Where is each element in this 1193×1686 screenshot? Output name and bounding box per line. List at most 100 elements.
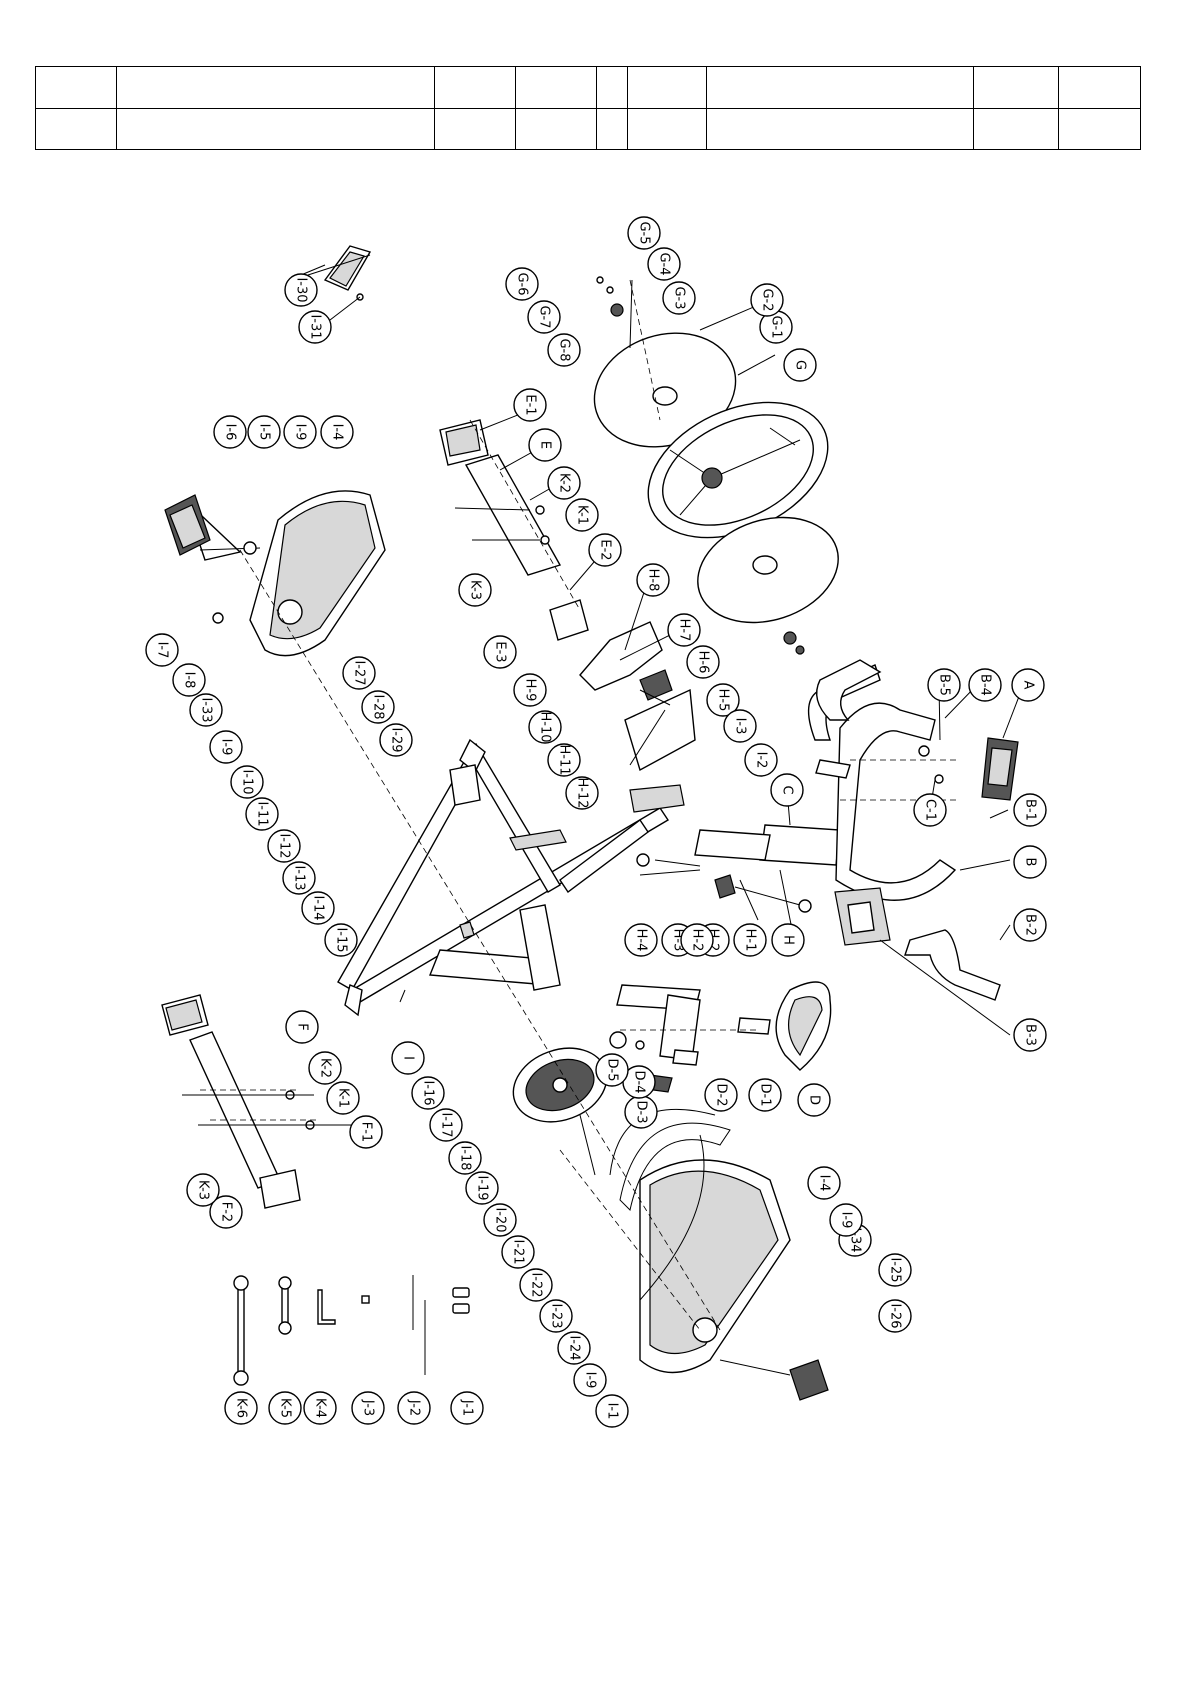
callout-label: I-18 xyxy=(458,1145,473,1170)
callout-i-30: I-30 xyxy=(284,273,318,307)
callout-label: I-15 xyxy=(334,927,349,952)
callout-b-5: B-5 xyxy=(927,668,961,702)
callout-circle xyxy=(483,1203,517,1237)
callout-j-2: J-2 xyxy=(397,1391,431,1425)
callout-circle xyxy=(557,1331,591,1365)
callout-b-2: B-2 xyxy=(1013,908,1047,942)
table-cell xyxy=(35,66,117,109)
callout-circle xyxy=(505,267,539,301)
callout-k-2: K-2 xyxy=(547,466,581,500)
callout-k-4: K-4 xyxy=(303,1391,337,1425)
callout-circle xyxy=(680,923,714,957)
callout-label: G-8 xyxy=(557,338,572,361)
callout-circle xyxy=(770,773,804,807)
callout-circle xyxy=(627,216,661,250)
callout-circle xyxy=(519,1268,553,1302)
callout-circle xyxy=(1013,845,1047,879)
callout-circle xyxy=(209,730,243,764)
callout-circle xyxy=(342,656,376,690)
callout-b-1: B-1 xyxy=(1013,793,1047,827)
callout-label: B-3 xyxy=(1023,1024,1038,1046)
callout-circle xyxy=(748,1078,782,1112)
callout-j-1: J-1 xyxy=(450,1391,484,1425)
callout-circle xyxy=(528,428,562,462)
callout-circle xyxy=(686,645,720,679)
callout-i-3: I-3 xyxy=(723,709,757,743)
callout-circle xyxy=(230,765,264,799)
callout-circle xyxy=(667,613,701,647)
callout-circle xyxy=(308,1051,342,1085)
callout-circle xyxy=(450,1391,484,1425)
callout-label: H-5 xyxy=(716,689,731,712)
callout-circle xyxy=(209,1195,243,1229)
callout-label: I-27 xyxy=(352,660,367,685)
callout-label: H-6 xyxy=(696,651,711,674)
callout-label: I-6 xyxy=(223,424,238,441)
callout-circle xyxy=(723,709,757,743)
callout-circle xyxy=(547,466,581,500)
table-cell xyxy=(706,66,974,109)
callout-label: I-31 xyxy=(308,314,323,339)
callout-label: H-9 xyxy=(523,679,538,702)
callout-g-8: G-8 xyxy=(547,333,581,367)
table-cell xyxy=(627,66,707,109)
callout-label: I-14 xyxy=(311,895,326,920)
callout-label: I-21 xyxy=(511,1239,526,1264)
callout-label: I-11 xyxy=(255,801,270,826)
callout-label: D-3 xyxy=(634,1101,649,1124)
callout-label: C xyxy=(780,785,795,794)
callout-c-1: C-1 xyxy=(913,793,947,827)
callout-label: J-1 xyxy=(460,1399,475,1416)
callout-label: G-6 xyxy=(515,272,530,295)
callout-label: I-7 xyxy=(155,642,170,659)
table-row xyxy=(35,107,1141,150)
table-cell xyxy=(973,66,1059,109)
callout-i-12: I-12 xyxy=(267,829,301,863)
callout-label: I-33 xyxy=(199,697,214,722)
callout-circle xyxy=(704,1078,738,1112)
callout-h-11: H-11 xyxy=(547,743,581,777)
callout-circle xyxy=(624,923,658,957)
callout-label: D-4 xyxy=(632,1071,647,1094)
callout-label: F-2 xyxy=(219,1202,234,1222)
callout-k-1: K-1 xyxy=(565,498,599,532)
callout-i-28: I-28 xyxy=(361,690,395,724)
callout-circle xyxy=(927,668,961,702)
callout-i-1: I-1 xyxy=(595,1394,629,1428)
callout-label: K-1 xyxy=(336,1088,351,1108)
callout-b-4: B-4 xyxy=(968,668,1002,702)
callout-h-6: H-6 xyxy=(686,645,720,679)
callout-circle xyxy=(636,563,670,597)
callout-i: I xyxy=(391,1041,425,1075)
front-post xyxy=(439,419,589,641)
callout-circle xyxy=(349,1115,383,1149)
callout-circle xyxy=(513,388,547,422)
tablet-bracket xyxy=(323,245,372,301)
callout-i-24: I-24 xyxy=(557,1331,591,1365)
callout-label: I-28 xyxy=(371,694,386,719)
callout-circle xyxy=(588,533,622,567)
callout-circle xyxy=(539,1299,573,1333)
callout-i-14: I-14 xyxy=(301,891,335,925)
table-cell xyxy=(434,66,516,109)
callout-circle xyxy=(807,1166,841,1200)
callout-circle xyxy=(771,923,805,957)
table-cell xyxy=(434,107,516,150)
callout-label: I-20 xyxy=(493,1207,508,1232)
right-chain-guard xyxy=(512,1047,829,1401)
callout-label: I-12 xyxy=(277,833,292,858)
callout-h-5: H-5 xyxy=(706,683,740,717)
callout-b: B xyxy=(1013,845,1047,879)
callout-i-7: I-7 xyxy=(145,633,179,667)
resistance-assembly xyxy=(579,621,812,913)
callout-k-3: K-3 xyxy=(458,573,492,607)
callout-i-27: I-27 xyxy=(342,656,376,690)
callout-circle xyxy=(547,743,581,777)
callout-i-16: I-16 xyxy=(411,1076,445,1110)
callout-label: G-1 xyxy=(769,315,784,338)
callout-label: B-2 xyxy=(1023,914,1038,936)
table-cell xyxy=(116,107,435,150)
callout-circle xyxy=(878,1253,912,1287)
callout-circle xyxy=(351,1391,385,1425)
callout-g-7: G-7 xyxy=(527,300,561,334)
